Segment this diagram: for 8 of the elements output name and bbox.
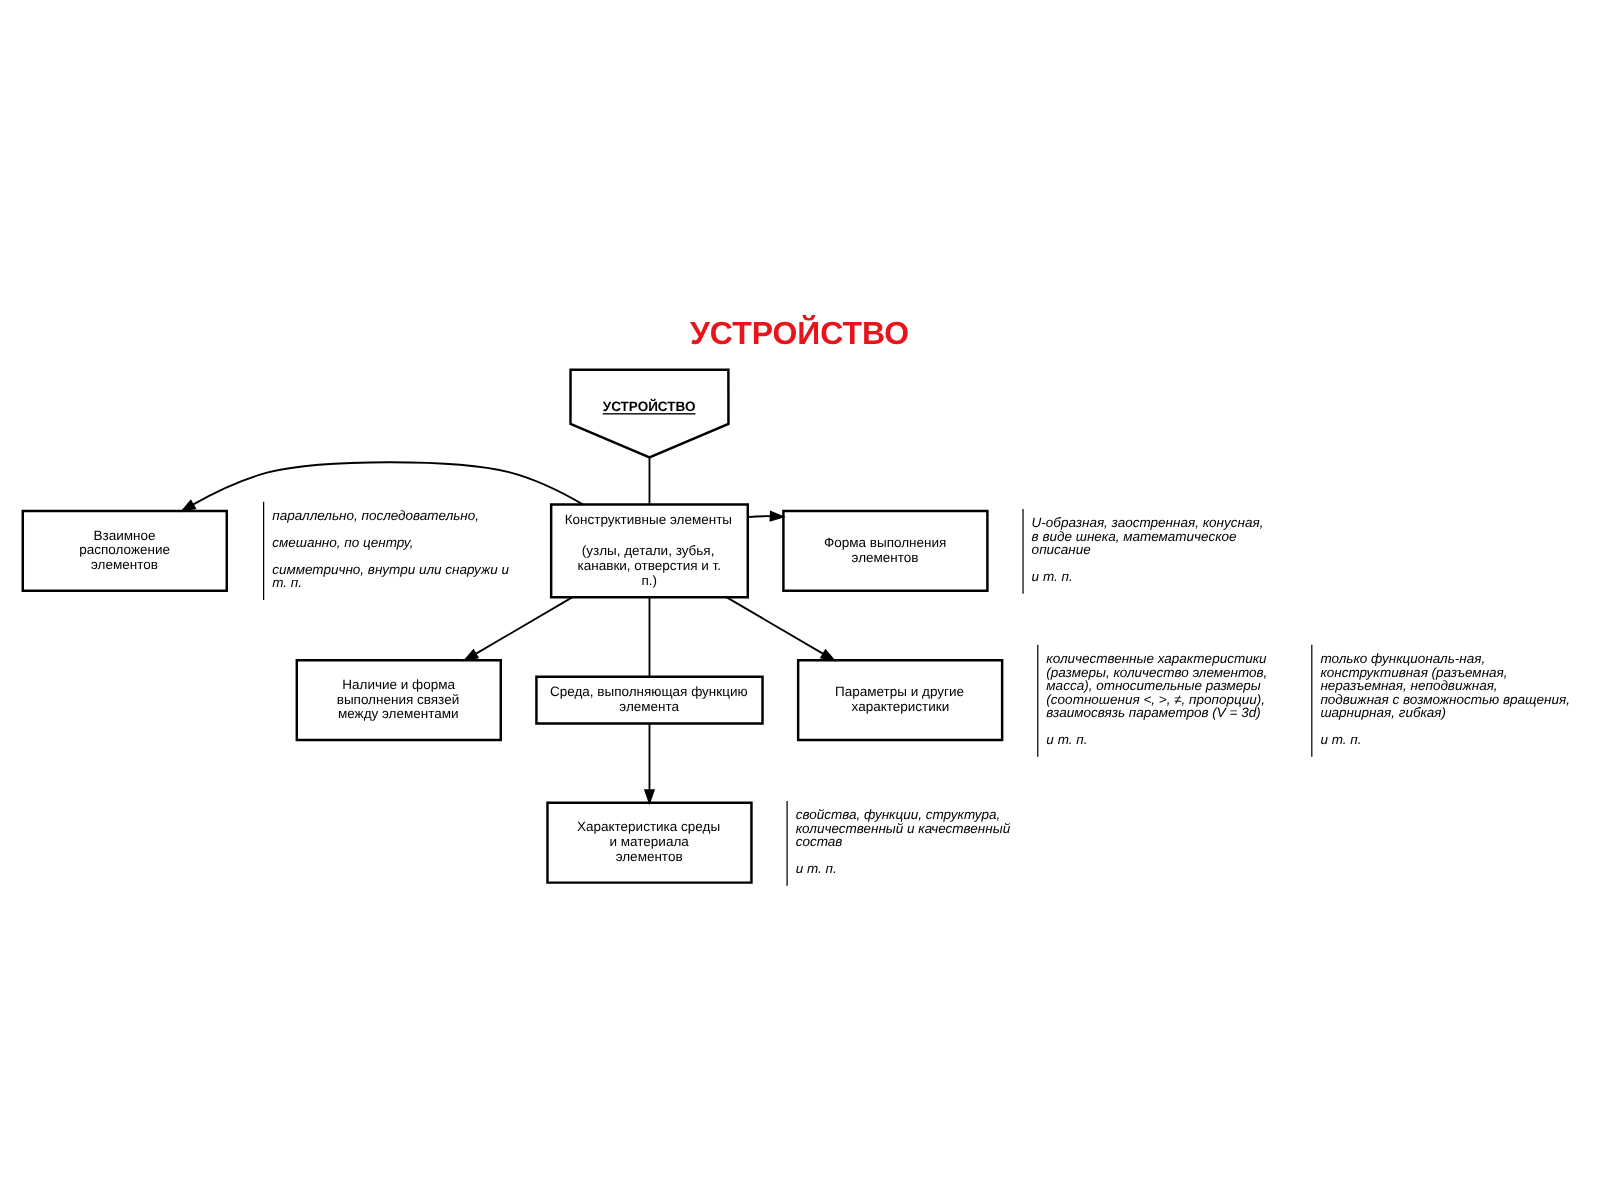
arrow xyxy=(747,510,786,522)
arrow xyxy=(643,722,656,806)
arrow xyxy=(179,461,585,513)
diagram-title: УСТРОЙСТВО xyxy=(690,318,910,353)
arrow xyxy=(725,596,837,662)
connector xyxy=(648,456,651,506)
connector xyxy=(648,596,651,678)
arrow xyxy=(462,596,574,662)
